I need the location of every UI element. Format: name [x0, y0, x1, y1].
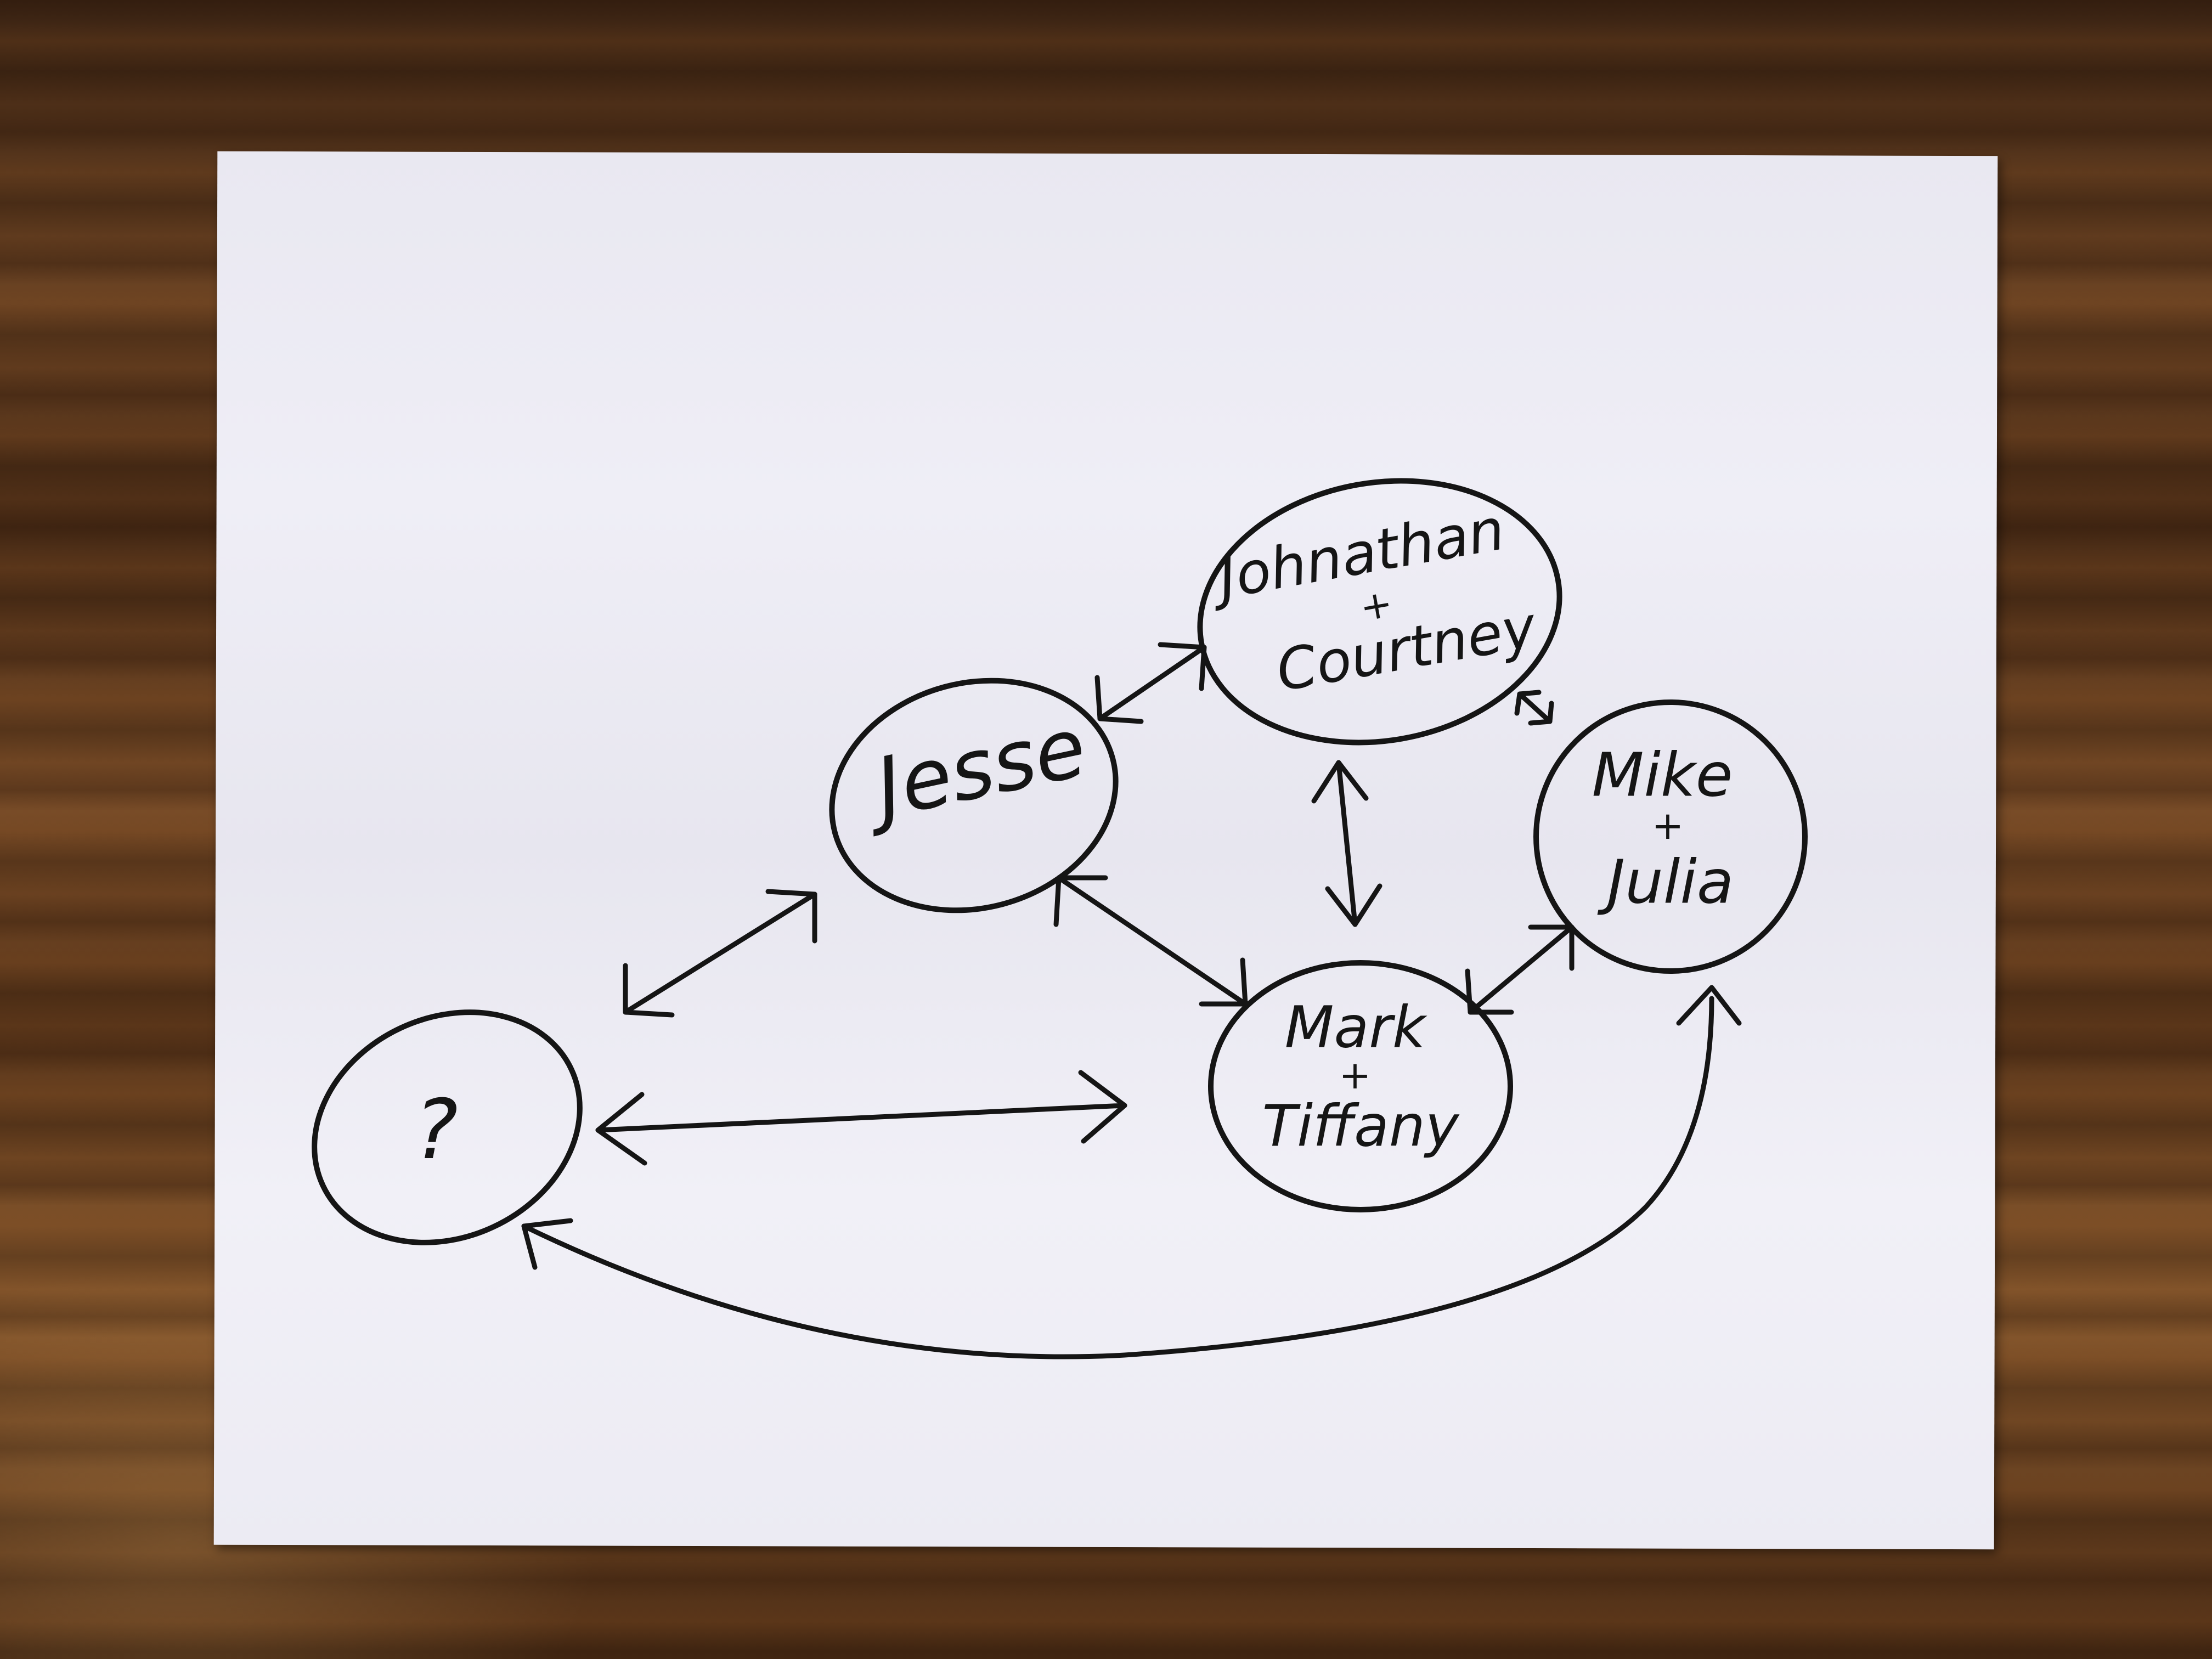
node-unknown-circle	[312, 1009, 583, 1245]
node-mike-julia-line1: Mike	[1592, 740, 1733, 810]
edge-unknown-jesse	[623, 889, 817, 1018]
node-jesse-circle	[829, 678, 1119, 913]
node-mike-julia-circle	[1533, 699, 1808, 974]
edge-unknown-mike-julia	[521, 985, 1742, 1359]
node-johnathan-courtney-plus: +	[1357, 580, 1396, 630]
node-mike-julia: Mike + Julia	[1533, 699, 1808, 974]
edge-johnathan-courtney-mark-tiffany	[1311, 760, 1383, 927]
node-johnathan-courtney-line1: Johnathan	[1204, 495, 1509, 613]
edge-johnathan-courtney-mike-julia	[1514, 690, 1554, 726]
node-mark-tiffany: Mark + Tiffany	[1208, 960, 1513, 1212]
edge-jesse-johnathan-courtney	[1094, 642, 1207, 724]
node-johnathan-courtney: Johnathan + Courtney	[1197, 478, 1562, 746]
edge-mark-tiffany-mike-julia	[1465, 924, 1575, 1015]
node-johnathan-courtney-line2: Courtney	[1272, 593, 1542, 704]
node-johnathan-courtney-circle	[1197, 478, 1562, 746]
node-jesse-label: Jesse	[854, 699, 1094, 839]
node-mike-julia-line2: Julia	[1597, 847, 1734, 917]
edge-unknown-mark-tiffany	[595, 1070, 1127, 1166]
node-unknown: ?	[312, 1009, 583, 1245]
node-mark-tiffany-plus: +	[1339, 1053, 1372, 1098]
edge-jesse-mark-tiffany	[1053, 875, 1248, 1007]
node-mark-tiffany-line1: Mark	[1285, 994, 1427, 1060]
node-mike-julia-plus: +	[1652, 803, 1684, 848]
node-mark-tiffany-circle	[1208, 960, 1513, 1212]
node-mark-tiffany-line2: Tiffany	[1262, 1092, 1460, 1159]
node-unknown-label: ?	[414, 1082, 458, 1178]
